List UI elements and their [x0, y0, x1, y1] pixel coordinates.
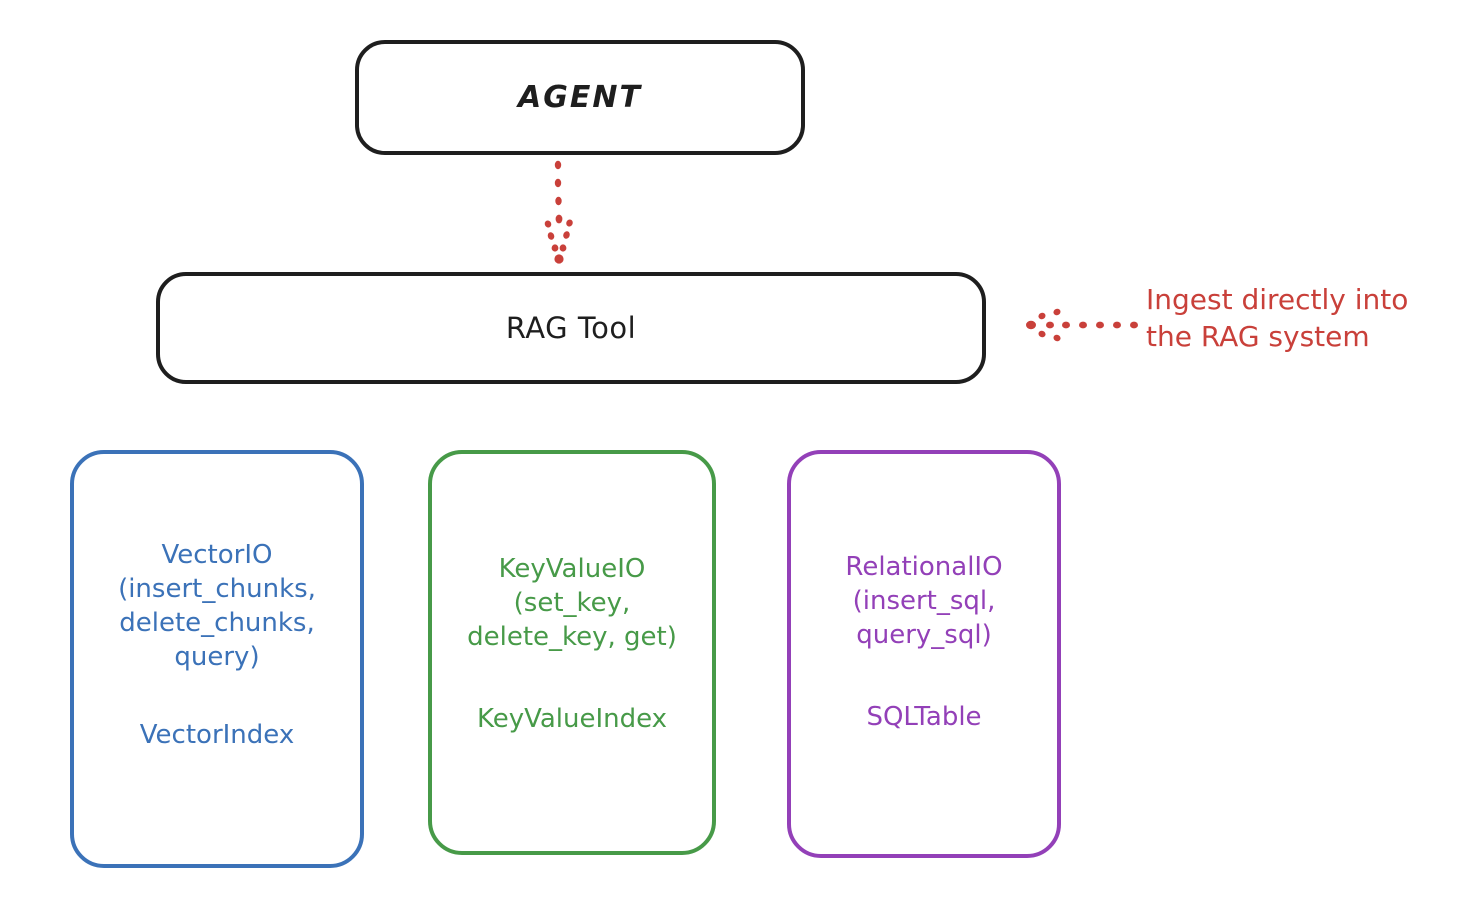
- rag-tool-node-label: RAG Tool: [505, 311, 637, 345]
- rag-tool-node[interactable]: RAG Tool: [156, 272, 986, 384]
- agent-node[interactable]: AGENT: [355, 40, 805, 155]
- provider-index-label-keyvalueio: KeyValueIndex: [476, 704, 668, 734]
- ingest-arrow-icon: [1026, 308, 1138, 342]
- ingest-annotation-label: Ingest directly into the RAG system: [1146, 283, 1409, 353]
- provider-api-label-relationalio: RelationalIO (insert_sql, query_sql): [845, 552, 1003, 650]
- provider-node-keyvalueio[interactable]: KeyValueIO (set_key, delete_key, get) Ke…: [428, 450, 716, 855]
- provider-node-relationalio[interactable]: RelationalIO (insert_sql, query_sql) SQL…: [787, 450, 1061, 858]
- provider-node-vectorio[interactable]: VectorIO (insert_chunks, delete_chunks, …: [70, 450, 364, 868]
- provider-api-label-keyvalueio: KeyValueIO (set_key, delete_key, get): [467, 554, 677, 652]
- provider-api-label-vectorio: VectorIO (insert_chunks, delete_chunks, …: [118, 540, 316, 672]
- provider-index-label-relationalio: SQLTable: [866, 702, 982, 732]
- agent-to-ragtool-arrow-icon: [544, 160, 573, 264]
- agent-node-label: AGENT: [518, 80, 642, 115]
- provider-index-label-vectorio: VectorIndex: [139, 720, 295, 750]
